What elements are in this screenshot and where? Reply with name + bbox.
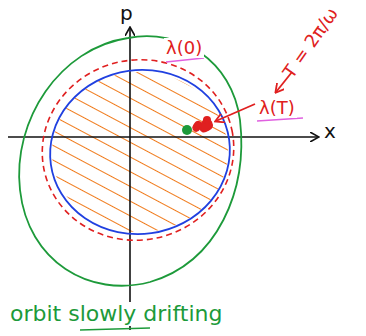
state-label: λ(T) — [257, 98, 297, 118]
drifted-orbit — [19, 36, 241, 286]
highlight-underline — [257, 118, 303, 121]
initial-orbit — [39, 58, 240, 245]
initial-point — [182, 125, 192, 135]
axis-label: p — [118, 2, 135, 24]
dashed-orbit — [25, 42, 250, 258]
state-label: λ(0) — [164, 38, 204, 58]
leader-arrow — [216, 104, 255, 121]
x-axis — [8, 136, 318, 138]
axis-label: x — [322, 120, 338, 142]
evolved-point — [203, 116, 211, 124]
highlight-underline — [166, 58, 204, 62]
emphasis-underline — [80, 328, 150, 330]
period-label: T = 2π/ω — [278, 2, 343, 83]
hatched-region — [52, 72, 228, 232]
note: orbit slowly drifting — [8, 302, 224, 326]
